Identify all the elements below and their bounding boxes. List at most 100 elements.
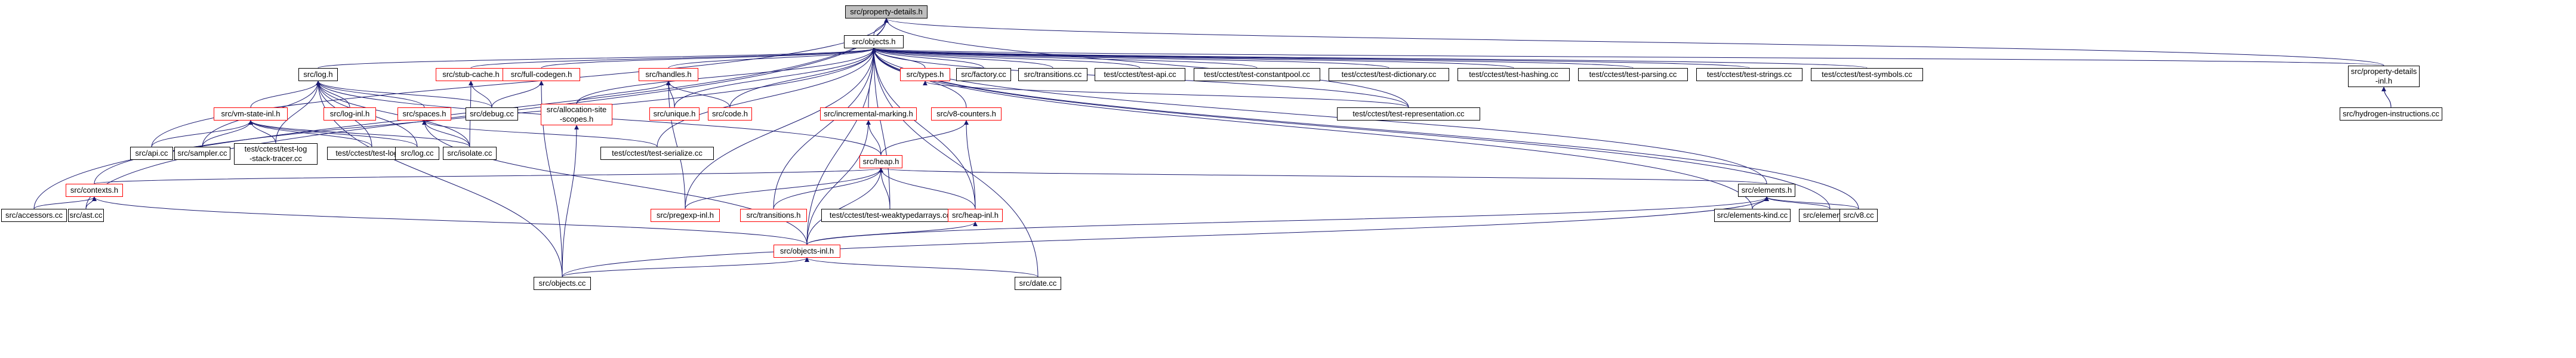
edge-code-h-to-objects-h [729,48,876,108]
edge-allocation-site-scopes-h-to-handles-h [576,81,671,104]
edge-test-representation-cc-to-types-h [923,81,1409,108]
edge-api-cc-to-vm-state-inl-h [151,120,253,147]
edge-log-cc-to-vm-state-inl-h [248,120,418,147]
edge-heap-h-to-incremental-marking-h [866,120,882,156]
edge-full-codegen-h-to-objects-h [541,48,876,69]
edge-test-log-stack-tracer-cc-to-log-h [275,81,321,144]
edge-test-hashing-cc-to-objects-h [871,48,1514,69]
node-test-log-cc[interactable]: test/cctest/test-log.cc [327,147,417,160]
node-property-details-h: src/property-details.h [845,5,928,18]
node-test-log-stack-tracer-cc[interactable]: test/cctest/test-log -stack-tracer.cc [234,143,318,165]
node-test-weaktypedarrays-cc[interactable]: test/cctest/test-weaktypedarrays.cc [821,209,959,222]
edge-debug-cc-to-log-h [316,81,492,108]
edge-heap-inl-h-to-heap-h [879,168,976,209]
node-objects-inl-h[interactable]: src/objects-inl.h [774,245,840,258]
node-log-inl-h[interactable]: src/log-inl.h [323,107,376,121]
node-elements-kind-cc[interactable]: src/elements-kind.cc [1714,209,1791,222]
edge-objects-inl-h-to-contexts-h [92,196,808,245]
node-log-h[interactable]: src/log.h [298,68,338,81]
node-v8-cc[interactable]: src/v8.cc [1839,209,1878,222]
node-ast-cc[interactable]: src/ast.cc [68,209,104,222]
edge-objects-inl-h-to-objects-h [806,48,876,245]
edge-heap-h-to-v8-counters-h [880,120,969,156]
edge-objects-inl-h-to-incremental-marking-h [806,120,871,245]
node-isolate-cc[interactable]: src/isolate.cc [443,147,497,160]
node-code-h[interactable]: src/code.h [708,107,752,121]
edge-test-serialize-cc-to-objects-h [657,48,876,147]
edge-accessors-cc-to-property-details-h [33,18,889,209]
edge-isolate-cc-to-vm-state-inl-h [248,120,470,147]
node-test-dictionary-cc[interactable]: test/cctest/test-dictionary.cc [1329,68,1449,81]
edge-elements-cc-to-elements-h [1764,196,1831,209]
node-date-cc[interactable]: src/date.cc [1015,277,1061,290]
edge-transitions-h-to-heap-h [773,168,883,209]
node-elements-h[interactable]: src/elements.h [1738,184,1795,197]
node-log-cc[interactable]: src/log.cc [395,147,439,160]
node-heap-h[interactable]: src/heap.h [859,155,902,168]
node-contexts-h[interactable]: src/contexts.h [66,184,123,197]
node-heap-inl-h[interactable]: src/heap-inl.h [948,209,1003,222]
edge-pregexp-inl-h-to-handles-h [666,81,686,209]
node-test-representation-cc[interactable]: test/cctest/test-representation.cc [1337,107,1480,121]
node-transitions-h[interactable]: src/transitions.h [740,209,807,222]
edge-allocation-site-scopes-h-to-objects-h [576,48,876,104]
edge-objects-inl-h-to-heap-inl-h [806,221,978,245]
node-test-strings-cc[interactable]: test/cctest/test-strings.cc [1696,68,1802,81]
edge-code-h-to-handles-h [666,81,731,108]
node-full-codegen-h[interactable]: src/full-codegen.h [503,68,580,81]
edge-date-cc-to-objects-inl-h [805,257,1039,277]
edge-test-api-cc-to-objects-h [871,48,1141,69]
node-allocation-site-scopes-h[interactable]: src/allocation-site -scopes.h [541,104,612,125]
node-api-cc[interactable]: src/api.cc [130,147,173,160]
node-test-serialize-cc[interactable]: test/cctest/test-serialize.cc [600,147,714,160]
edge-test-representation-cc-to-property-details-h [884,18,1409,108]
node-pregexp-inl-h[interactable]: src/pregexp-inl.h [651,209,720,222]
edge-pregexp-inl-h-to-objects-h [685,48,876,209]
node-spaces-h[interactable]: src/spaces.h [398,107,451,121]
edge-objects-inl-h-to-heap-h [806,168,883,245]
node-accessors-cc[interactable]: src/accessors.cc [1,209,67,222]
edge-isolate-cc-to-log-h [316,81,470,147]
edge-api-cc-to-property-details-h [151,18,889,147]
node-types-h[interactable]: src/types.h [900,68,950,81]
edge-date-cc-to-objects-h [871,48,1039,277]
edge-test-dictionary-cc-to-objects-h [871,48,1389,69]
edge-log-h-to-objects-h [318,48,876,69]
node-incremental-marking-h[interactable]: src/incremental-marking.h [820,107,917,121]
node-test-api-cc[interactable]: test/cctest/test-api.cc [1095,68,1185,81]
edge-hydrogen-instructions-cc-to-property-details-inl-h [2381,87,2392,108]
edge-heap-inl-h-to-objects-h [871,48,976,209]
node-property-details-inl-h[interactable]: src/property-details -inl.h [2348,66,2420,87]
node-objects-cc[interactable]: src/objects.cc [534,277,591,290]
node-hydrogen-instructions-cc[interactable]: src/hydrogen-instructions.cc [2340,107,2442,121]
edge-test-parsing-cc-to-objects-h [871,48,1634,69]
node-sampler-cc[interactable]: src/sampler.cc [174,147,230,160]
node-handles-h[interactable]: src/handles.h [639,68,698,81]
node-debug-cc[interactable]: src/debug.cc [466,107,518,121]
edge-objects-inl-h-to-spaces-h [422,120,808,245]
edge-objects-cc-to-allocation-site-scopes-h [562,125,579,277]
edge-spaces-h-to-log-h [316,81,425,108]
edge-test-constantpool-cc-to-objects-h [871,48,1258,69]
edge-v8-cc-to-elements-h [1764,196,1859,209]
node-test-parsing-cc[interactable]: test/cctest/test-parsing.cc [1578,68,1688,81]
edge-test-symbols-cc-to-objects-h [871,48,1868,69]
node-objects-h[interactable]: src/objects.h [844,35,904,48]
node-unique-h[interactable]: src/unique.h [649,107,700,121]
node-factory-cc[interactable]: src/factory.cc [956,68,1011,81]
node-v8-counters-h[interactable]: src/v8-counters.h [931,107,1002,121]
edge-objects-cc-to-elements-h [562,196,1769,277]
node-test-hashing-cc[interactable]: test/cctest/test-hashing.cc [1458,68,1570,81]
edge-transitions-cc-to-objects-h [871,48,1053,69]
node-vm-state-inl-h[interactable]: src/vm-state-inl.h [214,107,288,121]
node-transitions-cc[interactable]: src/transitions.cc [1018,68,1087,81]
node-test-symbols-cc[interactable]: test/cctest/test-symbols.cc [1811,68,1923,81]
node-stub-cache-h[interactable]: src/stub-cache.h [436,68,506,81]
edge-property-details-inl-h-to-property-details-h [884,18,2384,66]
node-test-constantpool-cc[interactable]: test/cctest/test-constantpool.cc [1194,68,1320,81]
edge-objects-cc-to-objects-inl-h [562,257,809,277]
edge-test-serialize-cc-to-spaces-h [422,120,658,147]
edge-heap-inl-h-to-v8-counters-h [964,120,976,209]
edge-test-log-cc-to-vm-state-inl-h [248,120,372,147]
